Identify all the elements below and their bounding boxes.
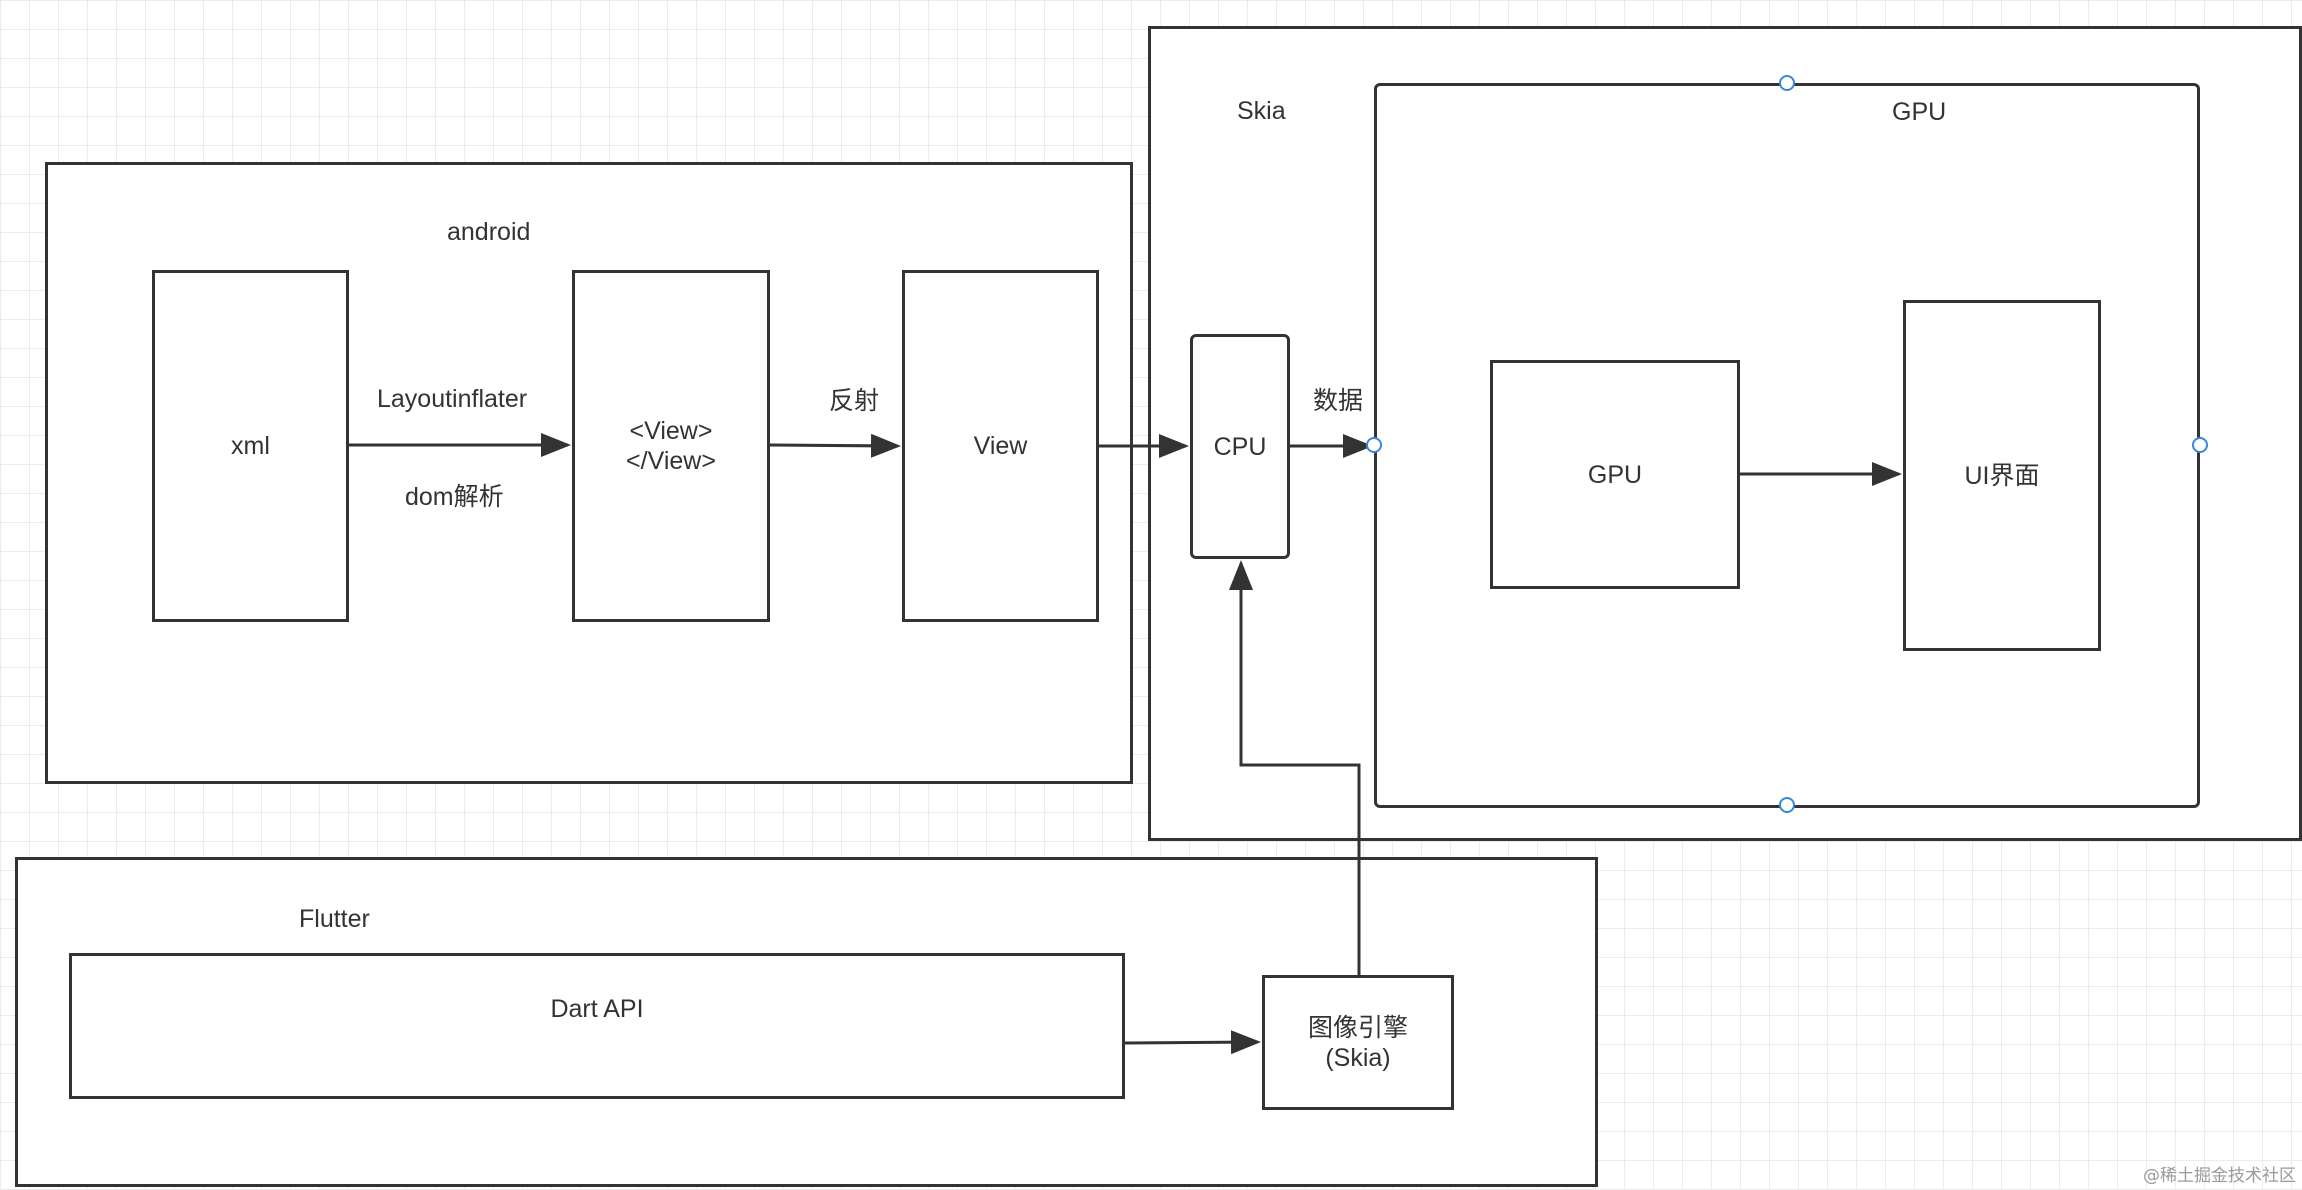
ui-node-label: UI界面 bbox=[1964, 461, 2040, 490]
image-engine-node[interactable]: 图像引擎 (Skia) bbox=[1262, 975, 1454, 1110]
ui-node[interactable]: UI界面 bbox=[1903, 300, 2101, 651]
cpu-node-label: CPU bbox=[1213, 432, 1267, 461]
image-engine-label: 图像引擎 bbox=[1307, 1013, 1408, 1042]
image-engine-sub-label: (Skia) bbox=[1325, 1043, 1391, 1072]
reflection-label: 反射 bbox=[829, 387, 880, 415]
view-node-label: View bbox=[973, 432, 1028, 460]
watermark: @稀土掘金技术社区 bbox=[2143, 1166, 2296, 1186]
view-tag-node[interactable]: <View> </View> bbox=[572, 270, 770, 622]
dart-api-node[interactable]: Dart API bbox=[69, 953, 1125, 1099]
xml-node[interactable]: xml bbox=[152, 270, 349, 622]
gpu-container-title: GPU bbox=[1892, 98, 1947, 126]
skia-title: Skia bbox=[1237, 97, 1286, 125]
dart-api-node-label: Dart API bbox=[550, 995, 644, 1023]
gpu-node-label: GPU bbox=[1587, 460, 1643, 489]
gpu-node[interactable]: GPU bbox=[1490, 360, 1740, 589]
flutter-title: Flutter bbox=[299, 905, 370, 933]
dom-parse-label: dom解析 bbox=[405, 483, 504, 511]
view-tag-open-label: <View> bbox=[629, 417, 713, 445]
view-tag-close-label: </View> bbox=[626, 447, 716, 475]
layoutinflater-label: Layoutinflater bbox=[377, 385, 528, 413]
cpu-node[interactable]: CPU bbox=[1190, 334, 1290, 559]
xml-node-label: xml bbox=[231, 432, 270, 460]
android-title: android bbox=[447, 218, 531, 246]
data-label: 数据 bbox=[1313, 387, 1364, 415]
view-node[interactable]: View bbox=[902, 270, 1099, 622]
